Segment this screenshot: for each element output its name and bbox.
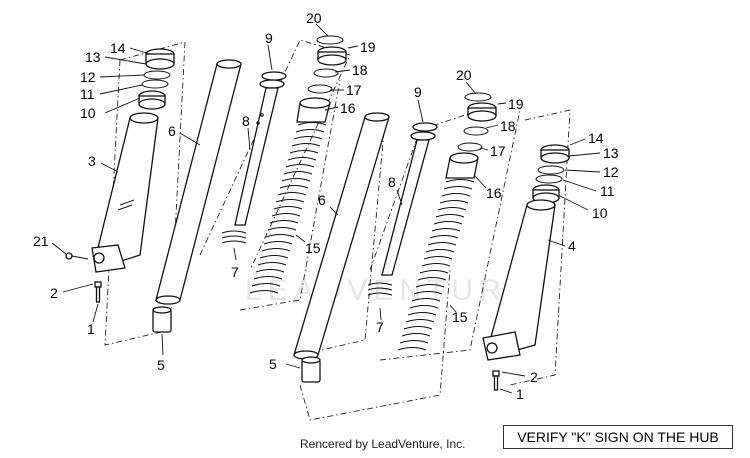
- right-dash-frame-bottom: [299, 269, 451, 421]
- left-bushing-5: [152, 306, 172, 333]
- left-label-21: 21: [33, 233, 49, 249]
- right-fork-assembly: [285, 81, 601, 421]
- right-small-spring: [367, 282, 393, 296]
- credit-text: Rencered by LeadVenture, Inc.: [300, 437, 466, 451]
- left-label-18: 18: [352, 62, 368, 78]
- left-damper-rod: [234, 71, 287, 226]
- right-cap-assembly: [445, 92, 497, 179]
- right-dash-frame-spring: [379, 109, 521, 361]
- left-label-14: 14: [110, 40, 126, 56]
- right-label-16: 16: [486, 185, 502, 201]
- right-dash-frame-leg: [509, 109, 571, 386]
- right-label-17: 17: [490, 143, 506, 159]
- left-label-13: 13: [85, 49, 101, 65]
- right-part-labels: 9 20 19 18 17 16 8 6 14 13 12 11 10 4 15…: [269, 67, 619, 402]
- left-fork-leg: [91, 112, 159, 273]
- left-label-20: 20: [306, 10, 322, 26]
- verify-note-box: VERIFY "K" SIGN ON THE HUB: [503, 425, 733, 449]
- right-label-14: 14: [588, 130, 604, 146]
- left-label-10: 10: [80, 105, 96, 121]
- right-label-20: 20: [456, 67, 472, 83]
- left-label-5: 5: [157, 357, 165, 373]
- right-label-5: 5: [269, 356, 277, 372]
- left-label-17: 17: [346, 82, 362, 98]
- right-bolt-2: [492, 370, 500, 391]
- left-label-8: 8: [242, 113, 250, 129]
- right-label-11: 11: [600, 183, 615, 199]
- right-label-7: 7: [376, 319, 384, 335]
- right-label-18: 18: [500, 118, 516, 134]
- right-label-6: 6: [318, 192, 326, 208]
- right-fork-leg: [482, 199, 556, 361]
- right-label-8: 8: [388, 174, 396, 190]
- left-label-16: 16: [340, 100, 356, 116]
- left-small-spring: [221, 230, 247, 244]
- right-label-2: 2: [530, 369, 538, 385]
- verify-note-text: VERIFY "K" SIGN ON THE HUB: [517, 429, 719, 445]
- right-bushing-5: [301, 356, 321, 383]
- right-label-4: 4: [568, 238, 576, 254]
- left-label-7: 7: [231, 264, 239, 280]
- left-fork-assembly: [51, 23, 359, 356]
- right-label-15: 15: [452, 309, 468, 325]
- right-main-spring: [397, 178, 475, 351]
- left-label-6: 6: [168, 123, 176, 139]
- right-label-10: 10: [592, 205, 608, 221]
- right-label-19: 19: [508, 96, 524, 112]
- watermark-text: LEADVENTURE: [245, 274, 533, 307]
- left-stanchion-tube: [155, 59, 242, 305]
- left-label-2: 2: [50, 285, 58, 301]
- left-top-cap-stack: [138, 48, 175, 110]
- left-bolt-2: [94, 281, 102, 303]
- left-label-15: 15: [305, 240, 321, 256]
- left-label-11: 11: [80, 86, 95, 102]
- right-top-cap-stack: [532, 144, 570, 204]
- left-label-9: 9: [265, 30, 273, 46]
- left-label-12: 12: [80, 69, 96, 85]
- right-label-1: 1: [516, 386, 524, 402]
- left-screw-21: [65, 252, 89, 260]
- left-label-3: 3: [88, 153, 96, 169]
- right-label-9: 9: [414, 84, 422, 100]
- left-label-1: 1: [87, 321, 95, 337]
- left-dash-frame-inner: [199, 39, 351, 271]
- left-cap-assembly: [296, 35, 347, 123]
- left-main-spring: [249, 121, 327, 294]
- right-damper-rod: [381, 122, 438, 276]
- right-label-12: 12: [603, 164, 619, 180]
- left-label-19: 19: [360, 39, 376, 55]
- right-label-13: 13: [603, 145, 619, 161]
- left-part-labels: 14 13 12 11 10 3 6 9 8 20 19 18 17 16 15…: [33, 10, 376, 373]
